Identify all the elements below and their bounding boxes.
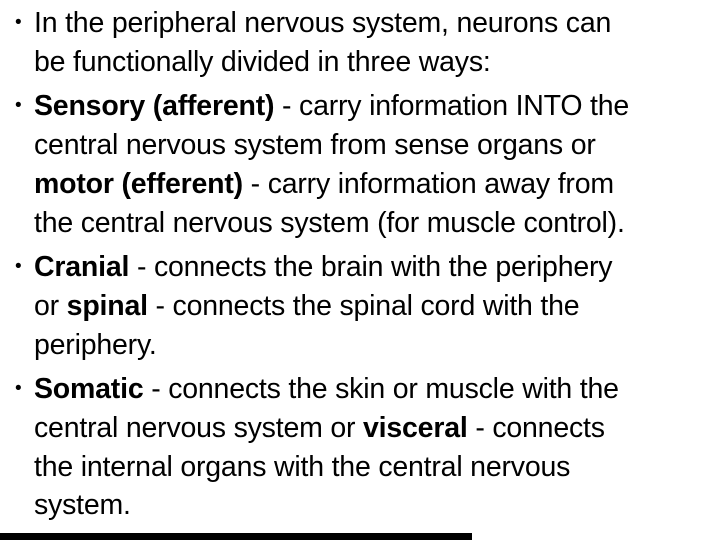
text-line: Cranial - connects the brain with the pe…	[34, 251, 613, 284]
text-line: central nervous system or visceral - con…	[34, 412, 605, 445]
text-line: central nervous system from sense organs…	[34, 129, 596, 162]
bullet-text: Cranial - connects the brain with the pe…	[34, 248, 718, 364]
text-line: In the peripheral nervous system, neuron…	[34, 7, 612, 39]
text-line: motor (efferent) - carry information awa…	[34, 167, 614, 200]
text-line: periphery.	[34, 328, 157, 361]
text-line: system.	[34, 489, 131, 522]
bullet-text: In the peripheral nervous system, neuron…	[34, 4, 718, 81]
text-line: the central nervous system (for muscle c…	[34, 206, 625, 239]
bottom-edge-bar	[0, 533, 472, 540]
text-line: be functionally divided in three ways:	[34, 45, 491, 78]
bullet-marker: •	[15, 12, 22, 33]
text-line: Sensory (afferent) - carry information I…	[34, 90, 630, 123]
bullet-item: • Cranial - connects the brain with the p…	[13, 248, 718, 364]
text-line: the internal organs with the central ner…	[34, 450, 571, 483]
text-line: Somatic - connects the skin or muscle wi…	[34, 373, 619, 406]
bullet-marker: •	[15, 256, 22, 278]
bullet-item: • Sensory (afferent) - carry information …	[13, 87, 718, 242]
bullet-item: • In the peripheral nervous system, neuro…	[13, 4, 718, 81]
bullet-text: Somatic - connects the skin or muscle wi…	[34, 370, 718, 525]
text-line: or spinal - connects the spinal cord wit…	[34, 289, 580, 322]
bullet-text: Sensory (afferent) - carry information I…	[34, 87, 718, 242]
bullet-marker: •	[15, 378, 22, 400]
bullet-item: • Somatic - connects the skin or muscle w…	[13, 370, 718, 525]
bullet-marker: •	[15, 95, 22, 117]
bullet-list: • In the peripheral nervous system, neuro…	[13, 4, 718, 525]
